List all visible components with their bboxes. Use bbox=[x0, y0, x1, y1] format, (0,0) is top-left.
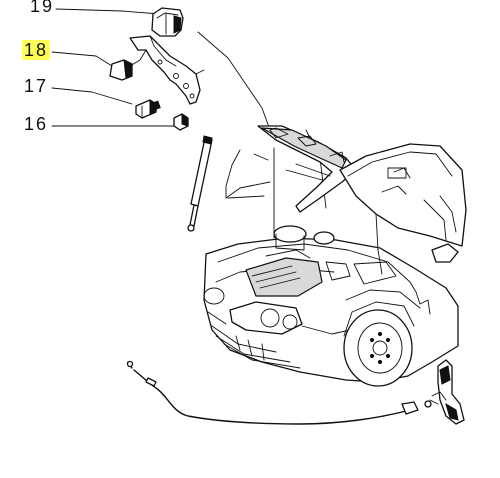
callout-16: 16 bbox=[24, 114, 49, 134]
assembly-lines bbox=[197, 31, 327, 239]
callout-19: 19 bbox=[30, 0, 55, 16]
hinge-bracket-icon bbox=[109, 35, 205, 105]
callout-18: 18 bbox=[22, 40, 51, 60]
gas-strut-icon bbox=[187, 135, 213, 232]
car-body bbox=[203, 213, 459, 383]
leader-line-18 bbox=[51, 51, 113, 67]
callout-17: 17 bbox=[24, 76, 49, 96]
release-cable-icon bbox=[126, 360, 432, 425]
release-handle-icon bbox=[429, 359, 465, 425]
front-wheel-icon bbox=[343, 301, 415, 387]
leader-lines bbox=[51, 8, 181, 127]
leader-line-19 bbox=[55, 8, 161, 15]
car-cabin bbox=[339, 143, 467, 247]
nut-icon bbox=[173, 113, 189, 131]
bolt-icon bbox=[135, 99, 161, 119]
bump-stop-icon bbox=[151, 7, 184, 37]
hood-icon bbox=[257, 125, 357, 213]
leader-line-17 bbox=[51, 87, 133, 105]
